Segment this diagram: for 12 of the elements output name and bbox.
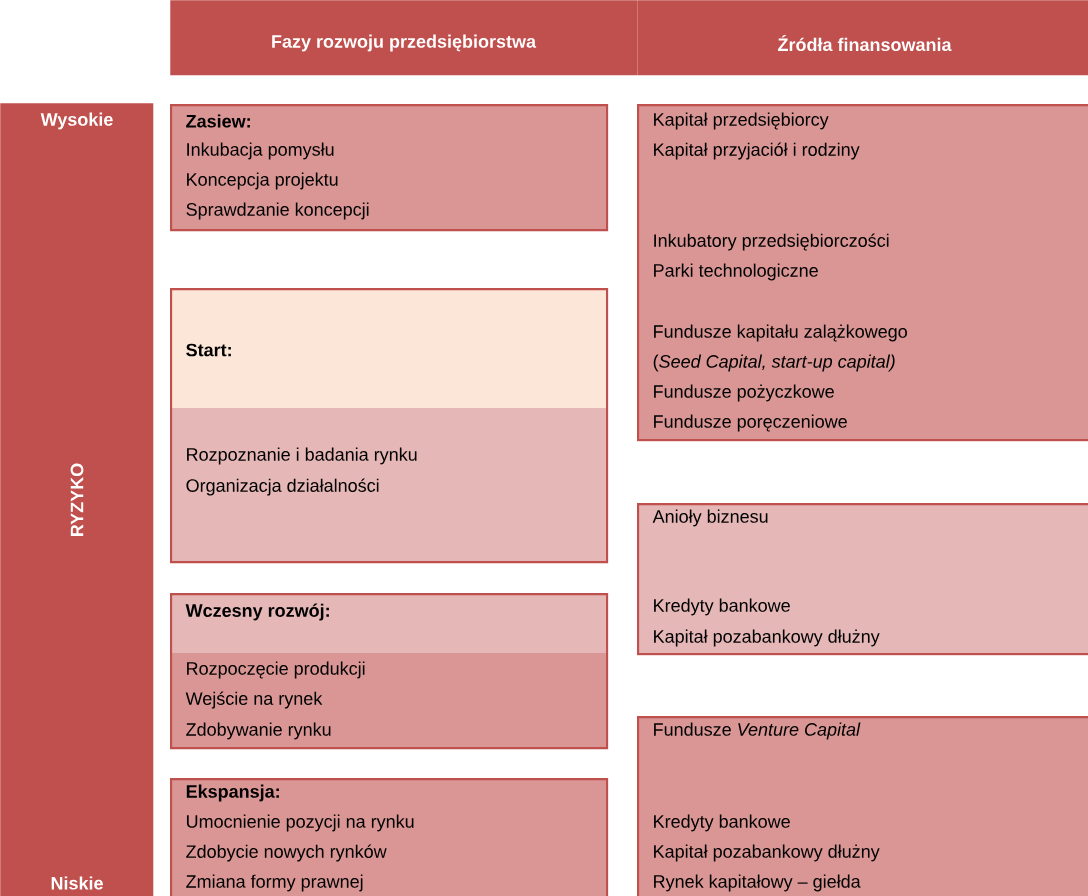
stage-box: Kapitał przedsiębiorcy Kapitał przyjaciół i rodziny Inkubatory przedsiębiorczości Parki technologiczne Fundusze kapitału zalążkowego (Seed Capital, start-up capital) Fundusze pożyczkowe Fundusze poręczeniowe (637, 104, 1088, 442)
risk-scale-bar: Wysokie RYZYKO Niskie (0, 103, 154, 896)
header-bar: Źródła finansowania (637, 0, 1088, 76)
stage-box: Wczesny rozwój: Rozpoczęcie produkcji Wejście na rynek Zdobywanie rynku (170, 593, 609, 750)
stage-box: Fundusze Venture Capital Kredyty bankowe Kapitał pozabankowy dłużny Rynek kapitałowy – giełda (637, 716, 1088, 896)
header-bar: Fazy rozwoju przedsiębiorstwa (170, 0, 638, 76)
stage-box: Ekspansja: Umocnienie pozycji na rynku Zdobycie nowych rynków Zmiana formy prawnej (170, 778, 609, 896)
stage-box: Anioły biznesu Kredyty bankowe Kapitał pozabankowy dłużny (637, 503, 1088, 656)
stage-box: Zasiew: Inkubacja pomysłu Koncepcja projektu Sprawdzanie koncepcji (170, 104, 609, 232)
stage-box: Start: Rozpoznanie i badania rynku Organizacja działalności (170, 288, 609, 564)
node-label: Źródła finansowania (778, 34, 952, 52)
node-label: Fazy rozwoju przedsiębiorstwa (272, 34, 537, 52)
